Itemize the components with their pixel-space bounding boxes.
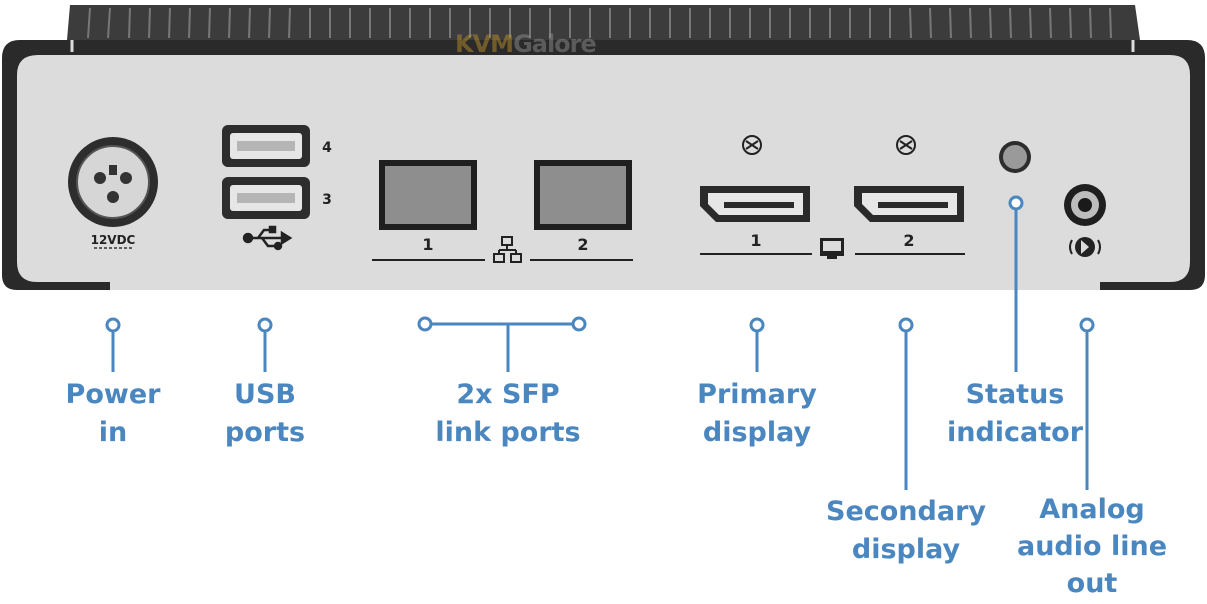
- usb-port-3-label: 3: [322, 192, 332, 208]
- sfp-port-2-label: 2: [577, 235, 588, 254]
- monitor-icon: [820, 238, 844, 259]
- status-led: [999, 141, 1031, 173]
- usb-port-4-label: 4: [322, 140, 332, 156]
- usb-port-4: [222, 125, 310, 167]
- usb-icon: [242, 225, 293, 251]
- callout-leaders: [105, 195, 1095, 490]
- displayport-1: [700, 186, 810, 222]
- network-icon: [493, 236, 522, 263]
- sfp-port-2: [534, 160, 632, 230]
- audio-icon: [1069, 237, 1101, 257]
- sfp-port-1: [379, 160, 477, 230]
- display-port-1-label: 1: [750, 231, 761, 250]
- usb-port-3: [222, 177, 310, 219]
- power-rating-label: 12VDC: [91, 233, 136, 247]
- audio-jack: [1064, 184, 1106, 226]
- power-connector: [68, 137, 158, 249]
- sfp-port-1-label: 1: [422, 235, 433, 254]
- screw-1: [742, 135, 762, 155]
- displayport-2: [854, 186, 964, 222]
- display-port-2-label: 2: [903, 231, 914, 250]
- screw-2: [896, 135, 916, 155]
- watermark: KVMGalore: [455, 30, 597, 58]
